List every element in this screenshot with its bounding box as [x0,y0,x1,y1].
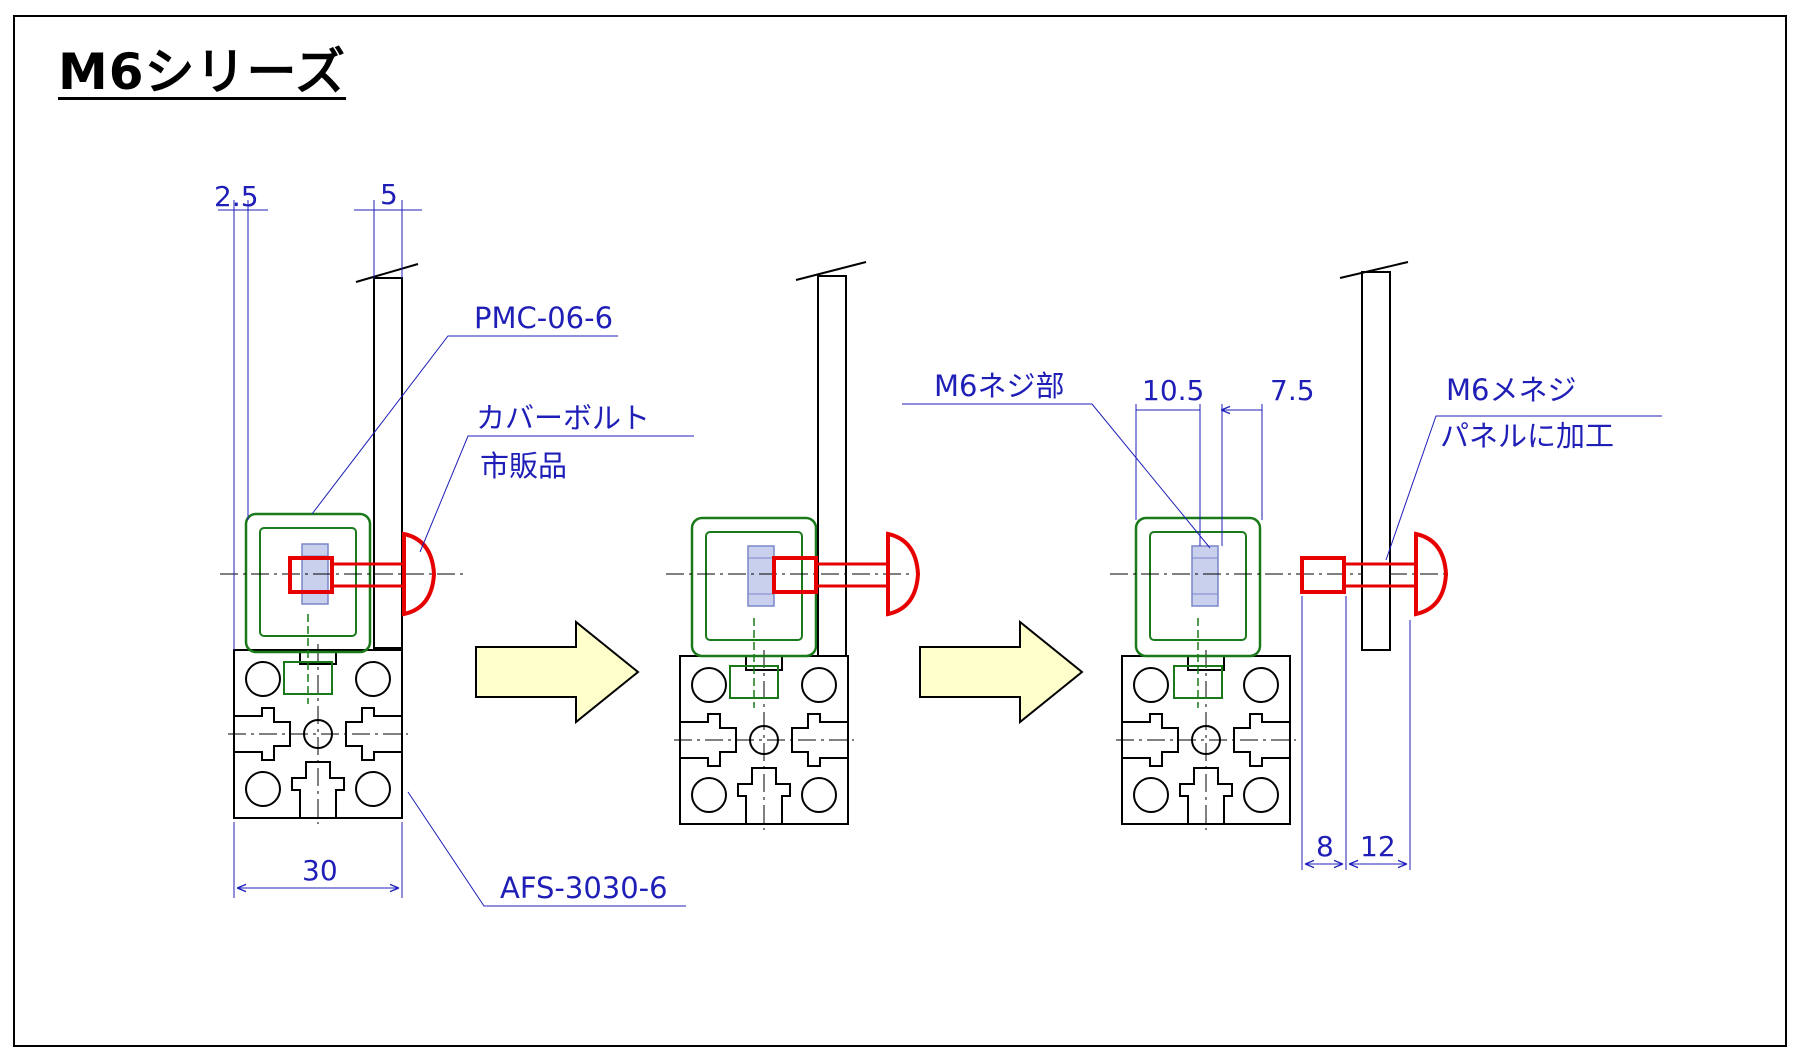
step3-assembly: 10.5 7.5 8 12 M6ネジ部 M6メネジ パネルに加工 [902,261,1662,870]
step2-assembly [666,261,921,831]
page-title: M6シリーズ [58,43,347,101]
dim-5: 5 [380,178,398,211]
step-arrow-2 [919,621,1083,723]
dim-2-5: 2.5 [214,180,259,213]
panel [373,277,403,649]
cover-bolt [288,531,437,617]
cover-bolt [1300,531,1449,617]
dim-12: 12 [1360,830,1396,863]
label-cover-bolt: カバーボルト [476,401,650,435]
dim-8: 8 [1316,830,1334,863]
label-commercial: 市販品 [480,449,567,483]
label-panel-machining: パネルに加工 [1440,419,1614,453]
label-m6-screw-part: M6ネジ部 [934,369,1064,403]
dim-10-5: 10.5 [1142,374,1204,407]
step1-assembly: 2.5 5 30 PMC-06-6 カバーボルト 市販品 AFS-3030-6 [214,178,694,907]
dim-30: 30 [302,854,338,887]
label-pmc: PMC-06-6 [474,301,613,335]
dim-7-5: 7.5 [1270,374,1315,407]
panel [1361,271,1391,651]
label-m6-female: M6メネジ [1446,373,1576,407]
sheet-frame [13,15,1787,1047]
label-afs: AFS-3030-6 [500,871,668,905]
panel [817,275,847,657]
step-arrow-1 [475,621,639,723]
cover-bolt [772,531,921,617]
